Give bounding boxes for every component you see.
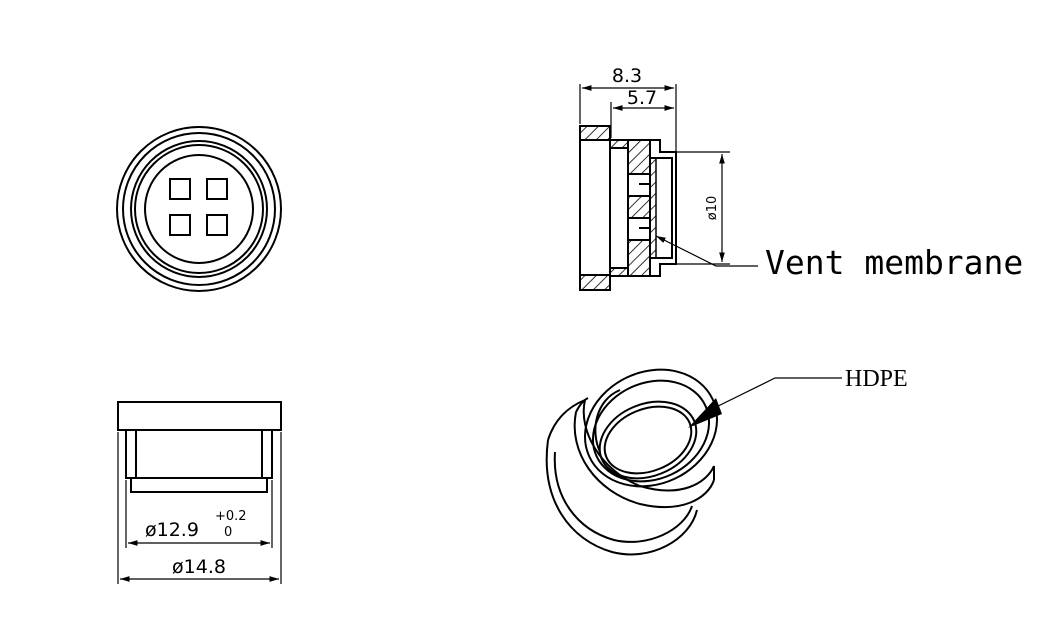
- material-leader-arrow: [688, 398, 722, 428]
- base-circle: [130, 140, 268, 278]
- dim-bore-diameter: ø10: [705, 196, 720, 221]
- vent-hole-top-right: [206, 178, 228, 200]
- wall-hatch-lower: [627, 239, 651, 277]
- material-leader: [705, 377, 842, 413]
- bore-circle: [144, 154, 254, 264]
- vent-hole-top-left: [169, 178, 191, 200]
- dim-tolerance-upper: +0.2: [215, 509, 247, 524]
- side-view: ø12.9 +0.2 0 ø14.8: [117, 401, 282, 584]
- top-rim-inner-ellipse: [591, 379, 711, 483]
- flange-profile: [117, 401, 282, 431]
- top-view: [116, 126, 282, 292]
- isometric-view: HDPE: [545, 366, 908, 556]
- base-profile: [130, 477, 268, 493]
- vent-hole-bottom-right: [206, 214, 228, 236]
- body-profile: [125, 430, 273, 479]
- top-rim-ellipse: [583, 368, 719, 488]
- flange-bottom-hatch: [579, 274, 611, 291]
- flange-outline: [579, 125, 611, 291]
- base-outer-edge: [545, 439, 698, 556]
- vent-membrane: [649, 157, 657, 259]
- dim-tolerance-lower: 0: [224, 525, 232, 540]
- wall-hatch-upper: [627, 139, 651, 175]
- dim-overall-length: 8.3: [612, 65, 642, 87]
- material-callout: HDPE: [845, 366, 908, 392]
- base-inner-circle: [134, 144, 264, 274]
- section-view: 8.3 5.7 ø10 Vent membrane: [579, 65, 1023, 291]
- dim-flange-diameter: ø14.8: [172, 556, 226, 578]
- rim-inner-circle: [122, 132, 276, 286]
- outer-rim-circle: [116, 126, 282, 292]
- vent-hole-bottom-left: [169, 214, 191, 236]
- wall-hatch-middle: [627, 195, 651, 219]
- membrane-callout: Vent membrane: [765, 243, 1023, 282]
- membrane-leader: [655, 235, 758, 267]
- flange-top-hatch: [579, 125, 611, 141]
- dim-inner-length: 5.7: [627, 87, 657, 109]
- dim-base-diameter: ø12.9: [145, 519, 199, 541]
